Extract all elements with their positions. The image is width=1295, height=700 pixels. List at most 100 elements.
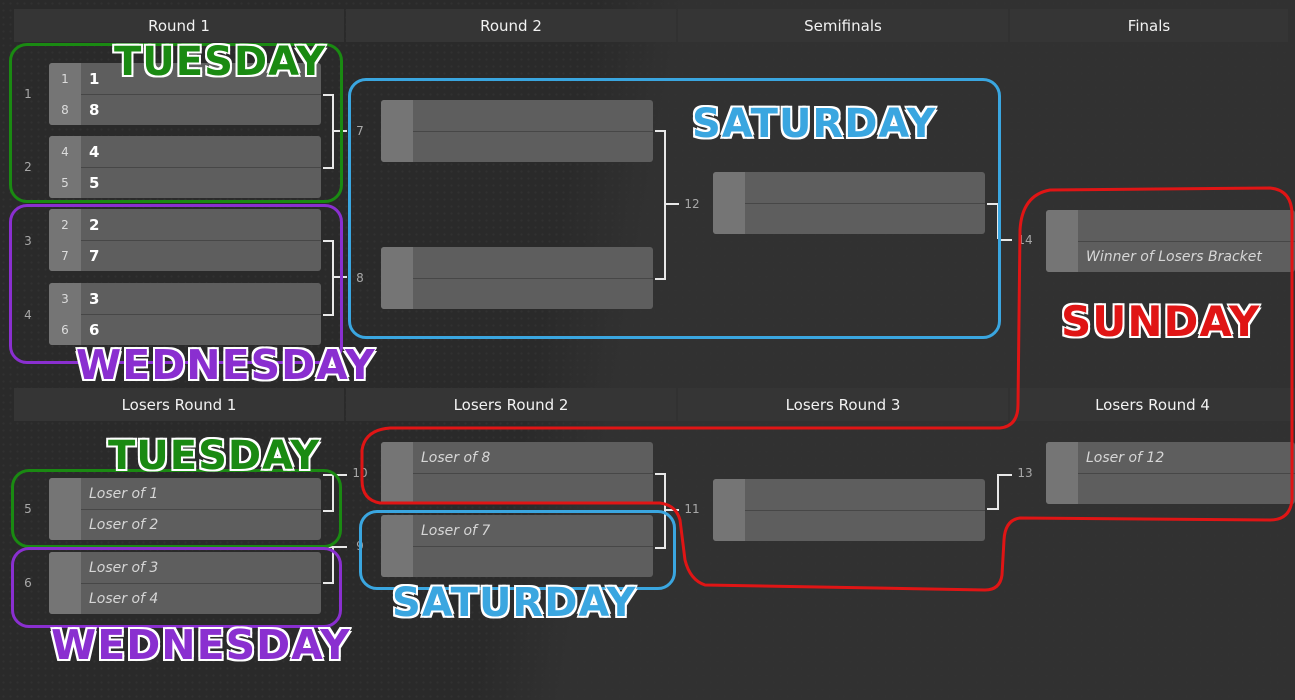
highlight-wednesday-winners bbox=[9, 204, 343, 364]
seed-badge bbox=[49, 552, 81, 583]
label-tuesday-losers: TUESDAY bbox=[107, 433, 321, 479]
participant-name: Loser of 8 bbox=[421, 449, 491, 466]
match-7[interactable] bbox=[381, 100, 653, 162]
match-11-bottom-slot[interactable] bbox=[713, 510, 985, 541]
seed-badge: 4 bbox=[49, 136, 81, 167]
highlight-saturday-losers bbox=[359, 510, 676, 590]
connector-stub bbox=[665, 509, 679, 511]
seed-badge bbox=[1046, 241, 1078, 272]
seed-badge: 3 bbox=[49, 283, 81, 314]
seed-badge bbox=[1046, 473, 1078, 504]
seed-badge: 1 bbox=[49, 63, 81, 94]
header-losers-round-3: Losers Round 3 bbox=[678, 388, 1008, 421]
seed-badge bbox=[49, 583, 81, 614]
highlight-tuesday-losers bbox=[11, 469, 342, 548]
match-number-6: 6 bbox=[24, 576, 32, 590]
connector-11-13 bbox=[987, 474, 999, 510]
participant-name: 4 bbox=[89, 142, 100, 161]
participant-name: Loser of 2 bbox=[89, 516, 159, 533]
seed-badge bbox=[713, 510, 745, 541]
header-finals: Finals bbox=[1010, 9, 1288, 42]
seed-badge: 5 bbox=[49, 167, 81, 198]
label-wednesday-winners: WEDNESDAY bbox=[75, 341, 376, 389]
connector-3-4 bbox=[323, 240, 334, 316]
seed-badge: 2 bbox=[49, 209, 81, 240]
participant-name: Loser of 4 bbox=[89, 590, 159, 607]
match-number-8: 8 bbox=[356, 271, 364, 285]
match-number-11: 11 bbox=[684, 502, 700, 516]
match-10[interactable]: Loser of 8 bbox=[381, 442, 653, 504]
participant-name: 1 bbox=[89, 69, 100, 88]
match-11-top-slot[interactable] bbox=[713, 479, 985, 511]
match-number-5: 5 bbox=[24, 502, 32, 516]
seed-badge: 6 bbox=[49, 314, 81, 345]
match-number-13: 13 bbox=[1017, 466, 1033, 480]
match-6-top-slot[interactable]: Loser of 3 bbox=[49, 552, 321, 584]
match-13-top-slot[interactable]: Loser of 12 bbox=[1046, 442, 1295, 474]
match-13[interactable]: Loser of 12 bbox=[1046, 442, 1295, 504]
label-saturday-winners: SATURDAY bbox=[691, 101, 937, 147]
header-round-2: Round 2 bbox=[346, 9, 676, 42]
match-14[interactable]: Winner of Losers Bracket bbox=[1046, 210, 1295, 272]
participant-name: Winner of Losers Bracket bbox=[1086, 248, 1262, 265]
match-number-1: 1 bbox=[24, 87, 32, 101]
header-round-1: Round 1 bbox=[14, 9, 344, 42]
seed-badge bbox=[381, 442, 413, 473]
seed-badge bbox=[49, 509, 81, 540]
match-14-bottom-slot[interactable]: Winner of Losers Bracket bbox=[1046, 241, 1295, 272]
match-5-bottom-slot[interactable]: Loser of 2 bbox=[49, 509, 321, 540]
match-number-10: 10 bbox=[352, 466, 368, 480]
match-13-bottom-slot[interactable] bbox=[1046, 473, 1295, 504]
participant-name: 6 bbox=[89, 320, 100, 339]
seed-badge bbox=[1046, 210, 1078, 241]
participant-name: 5 bbox=[89, 173, 100, 192]
highlight-tuesday-winners bbox=[9, 43, 343, 203]
header-losers-round-4: Losers Round 4 bbox=[1010, 388, 1295, 421]
highlight-wednesday-losers bbox=[11, 547, 342, 628]
header-losers-round-1: Losers Round 1 bbox=[14, 388, 344, 421]
match-number-2: 2 bbox=[24, 160, 32, 174]
header-semifinals: Semifinals bbox=[678, 9, 1008, 42]
label-saturday-losers: SATURDAY bbox=[391, 580, 637, 626]
match-5[interactable]: Loser of 1 Loser of 2 bbox=[49, 478, 321, 540]
seed-badge: 7 bbox=[49, 240, 81, 271]
match-14-top-slot[interactable] bbox=[1046, 210, 1295, 242]
match-7-bottom-slot[interactable] bbox=[381, 131, 653, 162]
match-5-top-slot[interactable]: Loser of 1 bbox=[49, 478, 321, 510]
match-6[interactable]: Loser of 3 Loser of 4 bbox=[49, 552, 321, 614]
match-11[interactable] bbox=[713, 479, 985, 541]
seed-badge: 8 bbox=[49, 94, 81, 125]
seed-badge bbox=[381, 473, 413, 504]
participant-name: 7 bbox=[89, 246, 100, 265]
participant-name: Loser of 12 bbox=[1086, 449, 1165, 466]
label-tuesday-winners: TUESDAY bbox=[113, 39, 327, 85]
seed-badge bbox=[713, 479, 745, 510]
match-number-7: 7 bbox=[356, 124, 364, 138]
header-losers-round-2: Losers Round 2 bbox=[346, 388, 676, 421]
match-number-14: 14 bbox=[1017, 233, 1033, 247]
participant-name: 2 bbox=[89, 215, 100, 234]
participant-name: Loser of 1 bbox=[89, 485, 159, 502]
seed-badge bbox=[49, 478, 81, 509]
match-10-top-slot[interactable]: Loser of 8 bbox=[381, 442, 653, 474]
match-number-3: 3 bbox=[24, 234, 32, 248]
match-6-bottom-slot[interactable]: Loser of 4 bbox=[49, 583, 321, 614]
participant-name: 8 bbox=[89, 100, 100, 119]
connector-stub bbox=[333, 546, 347, 548]
label-wednesday-losers: WEDNESDAY bbox=[50, 621, 351, 669]
match-10-bottom-slot[interactable] bbox=[381, 473, 653, 504]
match-7-top-slot[interactable] bbox=[381, 100, 653, 132]
seed-badge bbox=[381, 131, 413, 162]
